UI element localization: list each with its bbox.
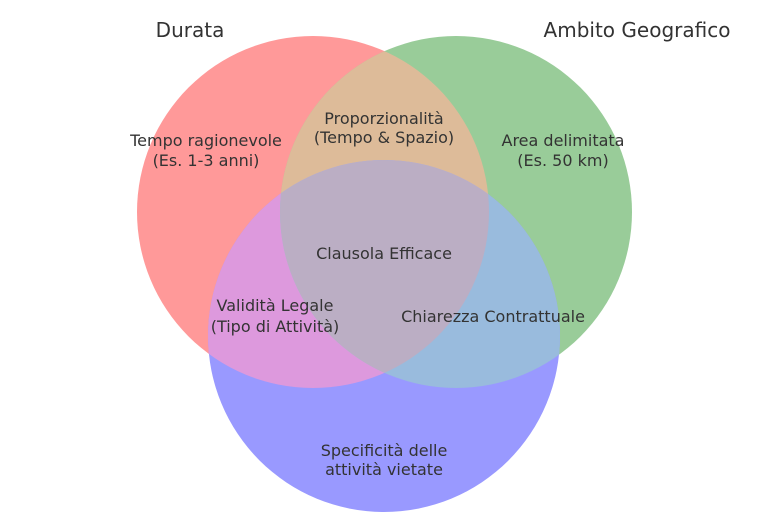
set-label-durata: Durata <box>156 18 225 42</box>
region-label-ambito-line1: Area delimitata <box>502 131 625 150</box>
region-label-proporzionalita-line1: Proporzionalità <box>324 109 443 128</box>
region-label-durata-line1: Tempo ragionevole <box>129 131 282 150</box>
region-label-chiarezza: Chiarezza Contrattuale <box>401 307 585 326</box>
set-label-ambito: Ambito Geografico <box>544 18 731 42</box>
region-label-validita-line2: (Tipo di Attività) <box>211 317 340 336</box>
region-center <box>280 160 489 388</box>
region-label-specificita-line2: attività vietate <box>325 460 443 479</box>
region-label-durata-line2: (Es. 1-3 anni) <box>153 151 260 170</box>
region-label-center: Clausola Efficace <box>316 244 452 263</box>
region-label-specificita-line1: Specificità delle <box>321 441 448 460</box>
region-label-ambito-line2: (Es. 50 km) <box>517 151 608 170</box>
region-label-proporzionalita-line2: (Tempo & Spazio) <box>314 128 454 147</box>
region-label-validita-line1: Validità Legale <box>217 296 334 315</box>
